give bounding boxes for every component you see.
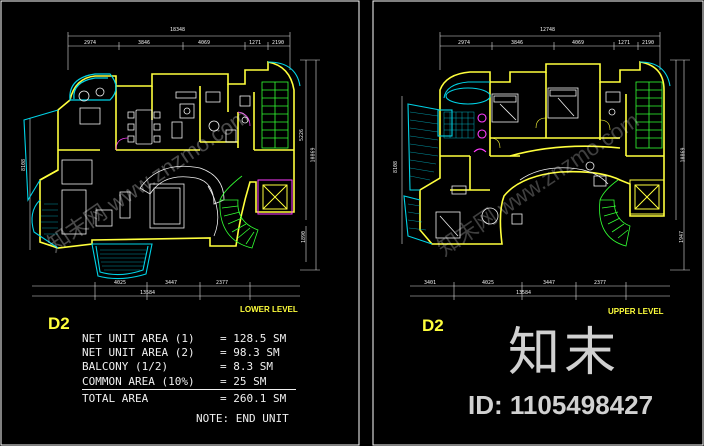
right-dim-top-1: 2974 [458, 40, 471, 46]
left-lift [257, 179, 293, 215]
right-dim-top-2: 3846 [511, 40, 524, 46]
watermark-id: ID: 1105498427 [468, 390, 654, 420]
left-dim-right-1: 5226 [299, 128, 306, 142]
right-magenta-fixtures [473, 113, 487, 153]
area-table-divider [82, 389, 296, 390]
left-dim-left: 8108 [21, 158, 28, 172]
left-floor-plan [23, 32, 320, 300]
right-sheet-frame [372, 0, 704, 446]
right-dimension-lines [401, 32, 690, 300]
note-text: NOTE: END UNIT [196, 412, 289, 425]
right-floor-plan [401, 32, 690, 300]
right-level-label: UPPER LEVEL [608, 307, 664, 316]
left-dim-top-1: 2974 [84, 40, 97, 46]
left-dim-right-2: 10869 [310, 147, 317, 163]
left-dim-right-3: 1890 [301, 230, 308, 244]
area-total-value: = 260.1 SM [220, 392, 287, 405]
right-dim-bottom-1: 3401 [424, 280, 437, 286]
left-dim-top-2: 3846 [138, 40, 151, 46]
right-dim-bottom-2: 4025 [482, 280, 495, 286]
right-dim-top-4: 1271 [618, 40, 631, 46]
left-dim-bottom-overall: 13584 [140, 290, 156, 296]
right-dim-bottom-overall: 13584 [516, 290, 532, 296]
left-terraces [23, 61, 301, 280]
area-row-value: = 128.5 SM [220, 332, 287, 345]
left-dim-bottom-3: 2377 [216, 280, 229, 286]
left-door-swings [115, 111, 251, 151]
right-dim-top-3: 4069 [572, 40, 585, 46]
right-terrace-hatch [407, 111, 439, 231]
right-dim-top-overall: 12748 [540, 27, 556, 33]
left-dim-top-overall: 18348 [170, 27, 186, 33]
right-lift [629, 179, 665, 215]
left-furniture [61, 87, 251, 237]
right-terraces [403, 61, 671, 245]
left-sheet-frame [0, 0, 360, 446]
area-row-label: COMMON AREA (10%) [82, 375, 195, 388]
area-row-label: BALCONY (1/2) [82, 360, 169, 373]
right-door-swings [489, 117, 611, 149]
right-furniture [435, 87, 621, 239]
right-unit-label: D2 [422, 316, 444, 335]
right-dim-bottom-3: 3447 [543, 280, 556, 286]
area-total-label: TOTAL AREA [82, 392, 149, 405]
right-dim-right-2: 1947 [679, 230, 686, 244]
area-row-value: = 8.3 SM [220, 360, 273, 373]
right-dim-left: 8108 [393, 160, 400, 174]
left-bay-window [69, 73, 117, 101]
right-bay-window [443, 81, 491, 105]
watermark-brand: 知末 [508, 324, 621, 382]
right-dim-right-1: 10869 [680, 147, 687, 163]
area-row-label: NET UNIT AREA (1) [82, 332, 195, 345]
left-dim-top-3: 4069 [198, 40, 211, 46]
left-dim-top-5: 2190 [272, 40, 285, 46]
left-dim-top-4: 1271 [249, 40, 262, 46]
right-dim-top-5: 2190 [642, 40, 655, 46]
left-level-label: LOWER LEVEL [240, 305, 298, 314]
left-terrace-hatch [41, 203, 146, 271]
left-dim-bottom-1: 4025 [114, 280, 127, 286]
right-dim-bottom-4: 2377 [594, 280, 607, 286]
left-stair [219, 81, 289, 249]
left-dimension-lines [29, 32, 320, 300]
right-bath-tiles [443, 111, 475, 139]
right-stair [599, 81, 663, 247]
area-row-value: = 25 SM [220, 375, 267, 388]
area-row-value: = 98.3 SM [220, 346, 280, 359]
right-exterior-walls [419, 61, 665, 245]
left-unit-label: D2 [48, 314, 70, 333]
left-dim-bottom-2: 3447 [165, 280, 178, 286]
area-row-label: NET UNIT AREA (2) [82, 346, 195, 359]
